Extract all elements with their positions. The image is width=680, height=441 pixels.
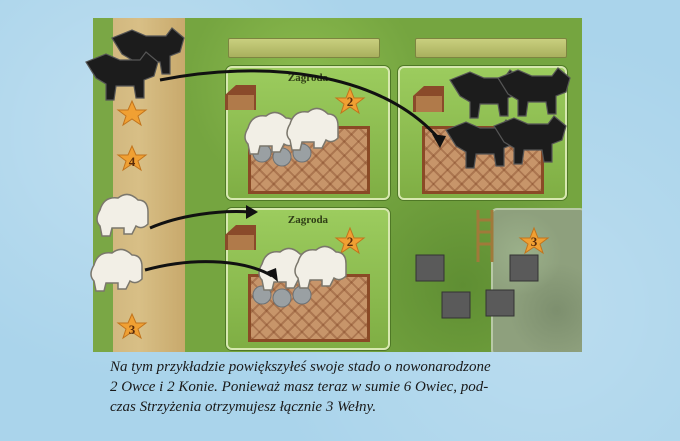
sheep-icon bbox=[90, 107, 347, 292]
ladder-icon bbox=[476, 210, 494, 262]
path-number-4: 4 bbox=[129, 154, 136, 169]
star-icon bbox=[116, 86, 550, 340]
caption-line-2: 2 Owce i 2 Konie. Ponieważ masz teraz w … bbox=[110, 379, 489, 395]
tile-number-bottom: 2 bbox=[347, 234, 354, 249]
caption-line-3: czas Strzyżenia otrzymujesz łącznie 3 We… bbox=[110, 399, 377, 415]
tile-number-quarry: 3 bbox=[531, 234, 538, 249]
fence-top-right bbox=[415, 38, 567, 58]
fence-top-left bbox=[228, 38, 380, 58]
arrow-icon bbox=[144, 69, 442, 278]
tile-title-bottom: Zagroda bbox=[287, 214, 329, 226]
tile-number-top: 2 bbox=[347, 94, 354, 109]
path-number-3: 3 bbox=[129, 322, 136, 337]
horse-icon bbox=[85, 27, 571, 169]
arrowhead-icon bbox=[246, 134, 446, 282]
illustration-caption: Na tym przykładzie powiększyłeś swoje st… bbox=[110, 357, 620, 417]
stable-icon bbox=[225, 85, 444, 250]
caption-line-1: Na tym przykładzie powiększyłeś swoje st… bbox=[110, 359, 491, 375]
stone-cube-icon bbox=[415, 254, 539, 319]
